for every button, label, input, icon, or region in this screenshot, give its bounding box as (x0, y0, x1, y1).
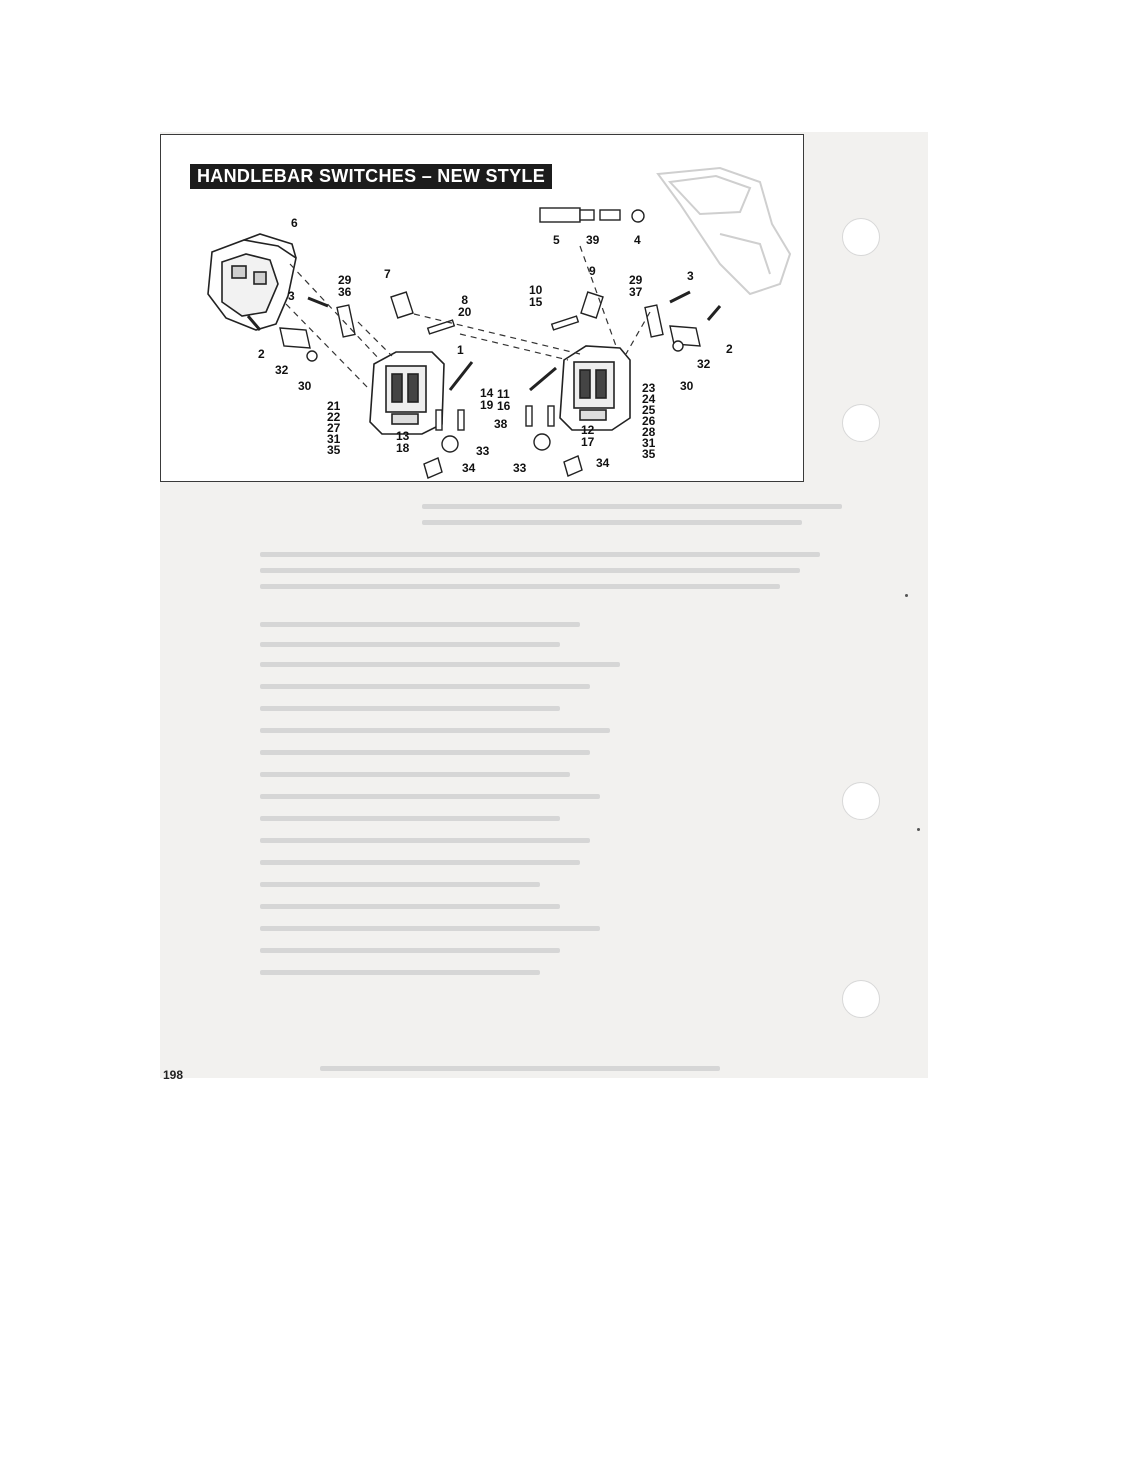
exploded-parts-diagram (207, 166, 792, 479)
page-number: 198 (163, 1068, 184, 1082)
bleed-through-line (260, 684, 590, 689)
clamp (279, 327, 311, 349)
bleed-through-line (260, 728, 610, 733)
bleed-through-line (260, 948, 560, 953)
bleed-through-line (260, 904, 560, 909)
section-title: HANDLEBAR SWITCHES – NEW STYLE (190, 164, 553, 189)
left-switch-body (369, 351, 445, 435)
callout-32-right: 32 (697, 357, 711, 371)
spring (426, 319, 456, 335)
bleed-through-line (260, 816, 560, 821)
bleed-through-line (260, 926, 600, 931)
binder-hole (842, 980, 880, 1018)
binder-hole (842, 218, 880, 256)
callout-33-right: 33 (513, 461, 527, 475)
bleed-through-line (260, 552, 820, 557)
paper-speck (905, 594, 908, 597)
plunger-tip (579, 209, 595, 221)
bleed-through-line (260, 882, 540, 887)
callout-9: 9 (589, 264, 596, 278)
spring (550, 315, 580, 331)
connector (599, 209, 621, 221)
callout-11-16: 11 16 (497, 387, 511, 413)
bleed-through-line (422, 520, 802, 525)
callout-12-17: 12 17 (581, 423, 595, 449)
callout-30-left: 30 (298, 379, 312, 393)
callout-23-24-25-26-28-31-35: 23 24 25 26 28 31 35 (642, 381, 656, 461)
screw (669, 290, 691, 304)
callout-14-19: 14 19 (480, 386, 494, 412)
callout-4: 4 (634, 233, 641, 247)
screw (246, 315, 262, 331)
bleed-through-line (260, 772, 570, 777)
left-switch-housing-cover (207, 233, 297, 331)
right-switch-module (644, 304, 664, 338)
screw (307, 296, 329, 308)
screw (448, 361, 474, 391)
washer (631, 209, 645, 223)
bleed-through-line (260, 706, 560, 711)
contact-spring (457, 409, 465, 431)
terminal (672, 340, 684, 352)
bleed-through-line (260, 622, 580, 627)
bleed-through-line (260, 970, 540, 975)
binder-hole (842, 404, 880, 442)
bleed-through-line (260, 584, 780, 589)
bulb (441, 435, 459, 453)
callout-32-left: 32 (275, 363, 289, 377)
callout-5: 5 (553, 233, 560, 247)
ghost-housing-bleed (656, 166, 792, 296)
switch-cap (390, 291, 414, 319)
binder-hole (842, 782, 880, 820)
screw (706, 305, 722, 321)
callout-21-22-27-31-35: 21 22 27 31 35 (327, 399, 341, 457)
bulb (533, 433, 551, 451)
callout-1: 1 (457, 343, 464, 357)
callout-13-18: 13 18 (396, 429, 410, 455)
callout-33-left: 33 (476, 444, 490, 458)
bleed-through-line (260, 662, 620, 667)
callout-34-right: 34 (596, 456, 610, 470)
contact-spring (547, 405, 555, 427)
cap (423, 457, 443, 479)
callout-30-right: 30 (680, 379, 694, 393)
callout-29-37: 29 37 (629, 273, 643, 299)
callout-10-15: 10 15 (529, 283, 543, 309)
bleed-through-line (260, 860, 580, 865)
switch-cap (580, 291, 604, 319)
callout-3-right: 3 (687, 269, 694, 283)
terminal (306, 350, 318, 362)
callout-8-20: 8 20 (458, 293, 472, 319)
bleed-through-line (260, 794, 600, 799)
callout-6: 6 (291, 216, 298, 230)
plunger (539, 207, 581, 223)
bleed-through-line (422, 504, 842, 509)
switch-small-parts (246, 207, 722, 479)
contact-spring (525, 405, 533, 427)
left-switch-module (336, 304, 356, 338)
callout-29-36: 29 36 (338, 273, 352, 299)
callout-2-right: 2 (726, 342, 733, 356)
callout-3-left: 3 (288, 289, 295, 303)
callout-7: 7 (384, 267, 391, 281)
callout-39: 39 (586, 233, 600, 247)
callout-34-left: 34 (462, 461, 476, 475)
right-switch-body (559, 345, 631, 431)
bleed-through-line (260, 838, 590, 843)
bleed-through-footnote (320, 1066, 720, 1071)
bleed-through-line (260, 568, 800, 573)
screw (529, 366, 557, 392)
cap (563, 455, 583, 477)
bleed-through-line (260, 642, 560, 647)
bleed-through-line (260, 750, 590, 755)
callout-2-left: 2 (258, 347, 265, 361)
assembly-guide-lines (285, 245, 651, 391)
callout-38: 38 (494, 417, 508, 431)
contact-spring (435, 409, 443, 431)
paper-speck (917, 828, 920, 831)
